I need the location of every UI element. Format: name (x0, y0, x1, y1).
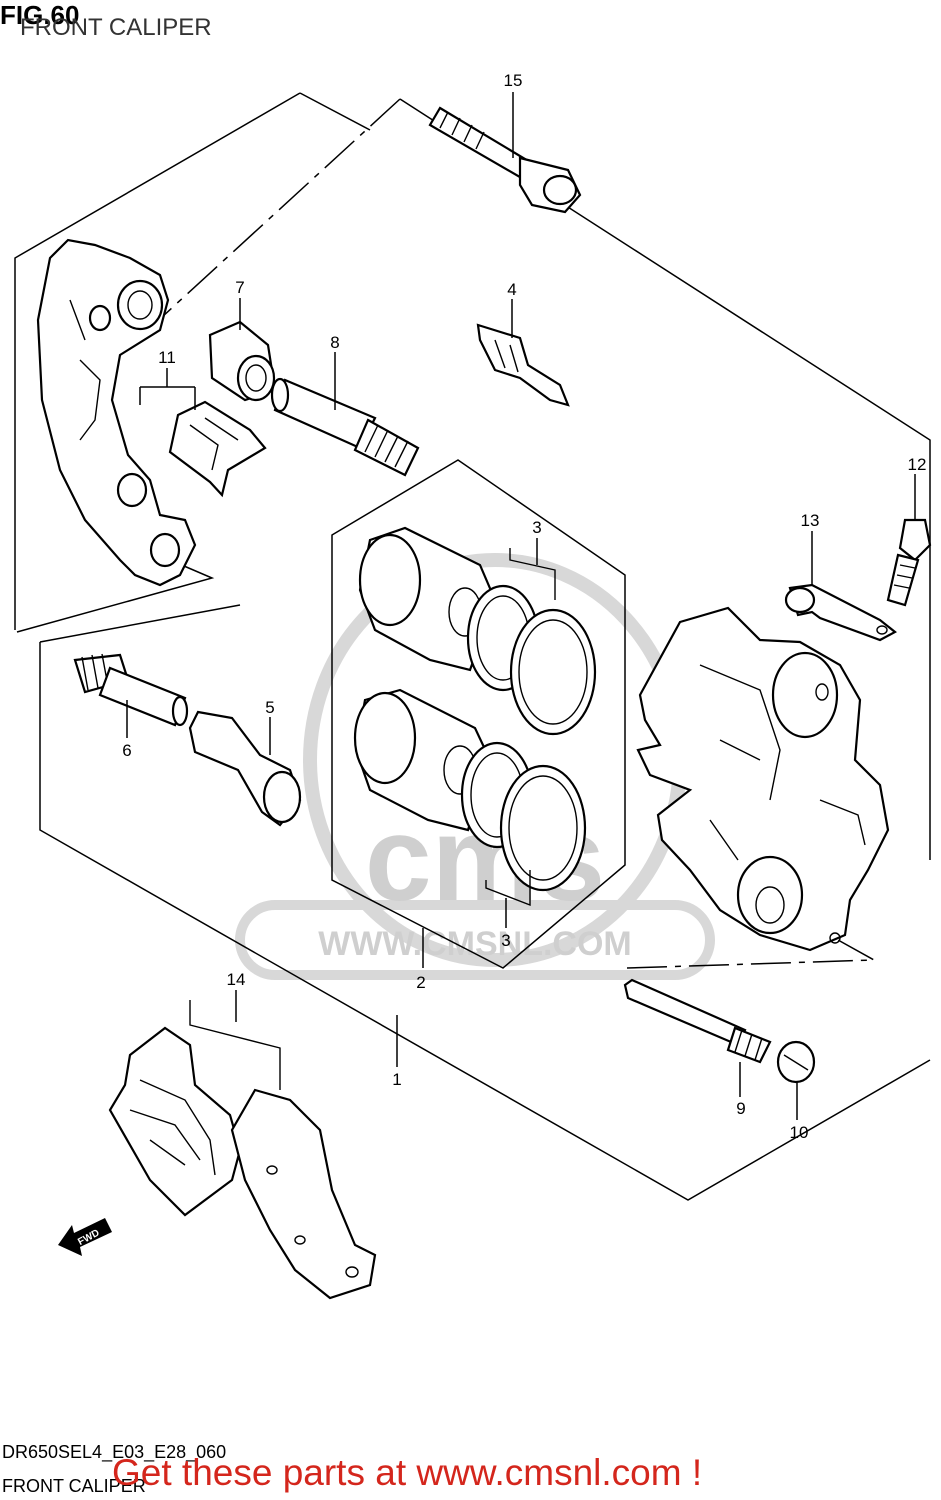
part-4-spring (476, 323, 570, 407)
footer-title: FRONT CALIPER (2, 1476, 146, 1496)
callout-8: 8 (330, 333, 339, 352)
callout-11: 11 (158, 348, 176, 367)
part-13-cap (784, 583, 897, 642)
callout-12: 12 (908, 455, 927, 474)
caliper-bracket (36, 238, 197, 587)
watermark-url-band (235, 900, 715, 980)
part-12-bleeder (886, 518, 932, 607)
leader-lines (126, 92, 916, 1120)
callout-7: 7 (235, 278, 244, 297)
page-title: FRONT CALIPER (20, 14, 212, 41)
part-7-boot (208, 320, 277, 402)
model-code: DR650SEL4_E03_E28_060 (2, 1442, 227, 1462)
part-10-plug (776, 1040, 816, 1084)
assembly-outline (14, 92, 931, 1201)
callout-5: 5 (265, 698, 274, 717)
figure-number: FIG.60 (0, 0, 80, 30)
callout-9: 9 (736, 1099, 745, 1118)
callout-1: 1 (392, 1070, 401, 1089)
part-15-bolt (428, 106, 582, 214)
part-9-pin (623, 978, 772, 1064)
caliper-body (636, 606, 890, 952)
callout-10: 10 (790, 1123, 809, 1142)
callout-6: 6 (122, 741, 131, 760)
part-8-pin (270, 377, 420, 477)
part-5-boot (188, 710, 302, 827)
fwd-arrow: FWD (58, 1218, 112, 1256)
callout-2: 2 (416, 973, 425, 992)
part-3-pistons (353, 526, 597, 907)
piston-kit-outline (331, 459, 626, 969)
watermark-url-text: WWW.CMSNL.COM (318, 925, 632, 963)
callout-14: 14 (227, 970, 246, 989)
callout-15: 15 (504, 71, 523, 90)
promo-link[interactable]: Get these parts at www.cmsnl.com ! (112, 1452, 703, 1493)
callout-3-upper: 3 (532, 518, 541, 537)
callout-3-lower: 3 (501, 931, 510, 950)
part-14-pads (108, 1000, 377, 1300)
part-11-clip (168, 400, 267, 498)
callout-4: 4 (507, 280, 516, 299)
callout-13: 13 (801, 511, 820, 530)
part-6-pin (73, 653, 189, 727)
callouts: 15 7 4 11 8 12 3 13 5 6 3 2 14 1 9 10 (122, 71, 926, 1142)
